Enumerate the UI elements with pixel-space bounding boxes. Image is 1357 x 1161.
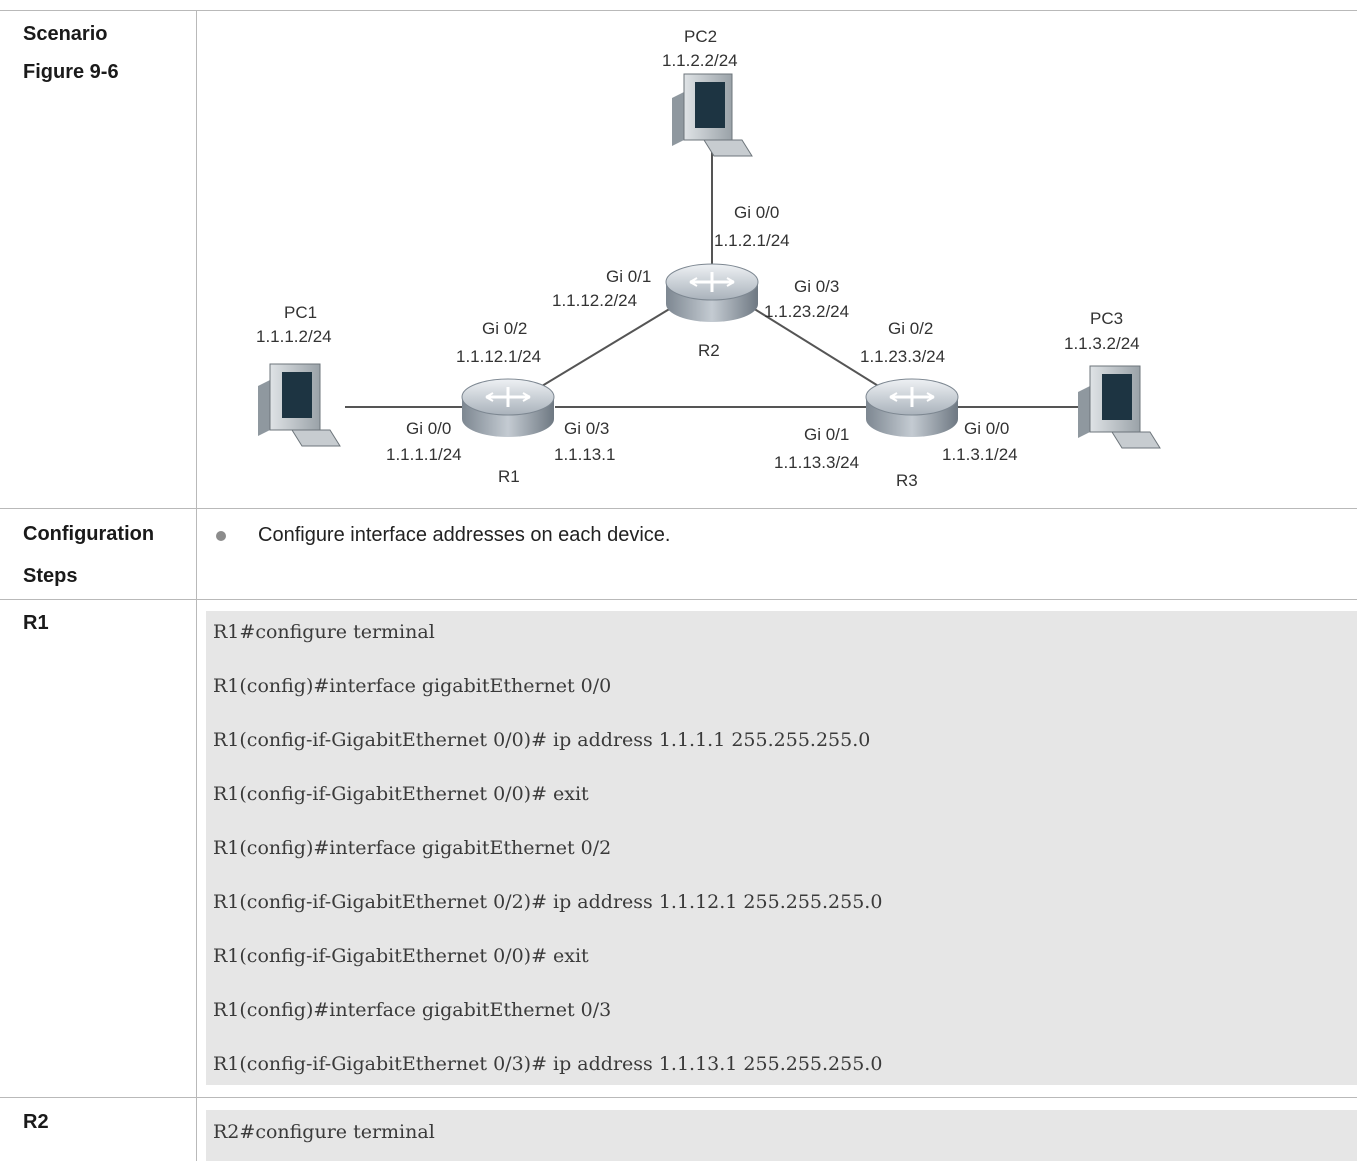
r2-gi01-ip: 1.1.12.2/24 (552, 291, 637, 310)
r1-gi02-ip: 1.1.12.1/24 (456, 347, 541, 366)
code-line: R1(config)#interface gigabitEthernet 0/2 (213, 837, 612, 859)
code-line: R1(config-if-GigabitEthernet 0/0)# exit (213, 945, 589, 967)
bullet-icon (216, 531, 226, 541)
pc1-ip: 1.1.1.2/24 (256, 327, 332, 346)
r2-gi01-label: Gi 0/1 (606, 267, 651, 286)
r2-gi00-ip: 1.1.2.1/24 (714, 231, 790, 250)
r1-gi00-ip: 1.1.1.1/24 (386, 445, 462, 464)
code-line: R1(config)#interface gigabitEthernet 0/0 (213, 675, 612, 697)
code-line: R1(config-if-GigabitEthernet 0/0)# exit (213, 783, 589, 805)
code-line: R1(config-if-GigabitEthernet 0/2)# ip ad… (213, 891, 883, 913)
pc2-icon (672, 73, 753, 157)
config-steps-label-2: Steps (23, 565, 78, 587)
scenario-label: Scenario (23, 23, 108, 45)
r2-label: R2 (23, 1111, 49, 1133)
r1-gi03-label: Gi 0/3 (564, 419, 609, 438)
pc1-icon (258, 363, 341, 447)
config-steps-label-1: Configuration (23, 523, 155, 545)
network-topology-diagram: PC2 1.1.2.2/24 PC1 1.1.1.2/24 PC3 1.1.3.… (256, 27, 1161, 490)
code-line: R1(config)#interface gigabitEthernet 0/3 (213, 999, 612, 1021)
pc3-ip: 1.1.3.2/24 (1064, 334, 1140, 353)
r2-name: R2 (698, 341, 720, 360)
r3-gi00-label: Gi 0/0 (964, 419, 1009, 438)
row-divider-2 (0, 599, 1357, 600)
pc2-ip: 1.1.2.2/24 (662, 51, 738, 70)
r3-gi01-ip: 1.1.13.3/24 (774, 453, 859, 472)
row-divider-3 (0, 1097, 1357, 1098)
row-divider-1 (0, 508, 1357, 509)
config-step-text: Configure interface addresses on each de… (258, 524, 671, 546)
pc3-icon (1078, 365, 1161, 449)
link-r2-r3 (747, 304, 889, 393)
figure-label: Figure 9-6 (23, 61, 119, 83)
r1-gi03-ip: 1.1.13.1 (554, 445, 615, 464)
table-top-border (0, 10, 1357, 11)
r3-gi01-label: Gi 0/1 (804, 425, 849, 444)
r2-code-block (206, 1110, 1357, 1161)
pc1-name: PC1 (284, 303, 317, 322)
code-line: R1(config-if-GigabitEthernet 0/0)# ip ad… (213, 729, 871, 751)
r3-gi02-label: Gi 0/2 (888, 319, 933, 338)
table-column-divider (196, 10, 197, 1161)
r2-router-icon (665, 263, 759, 322)
r1-router-icon (461, 378, 555, 437)
code-line: R1#configure terminal (213, 621, 435, 643)
pc3-name: PC3 (1090, 309, 1123, 328)
r3-gi02-ip: 1.1.23.3/24 (860, 347, 945, 366)
r1-label: R1 (23, 612, 49, 634)
r3-gi00-ip: 1.1.3.1/24 (942, 445, 1018, 464)
code-line: R1(config-if-GigabitEthernet 0/3)# ip ad… (213, 1053, 883, 1075)
r2-gi03-label: Gi 0/3 (794, 277, 839, 296)
r2-gi00-label: Gi 0/0 (734, 203, 779, 222)
r3-name: R3 (896, 471, 918, 490)
pc2-name: PC2 (684, 27, 717, 46)
r3-router-icon (865, 378, 959, 437)
r1-code-block (206, 611, 1357, 1085)
r1-name: R1 (498, 467, 520, 486)
r1-gi02-label: Gi 0/2 (482, 319, 527, 338)
code-line: R2#configure terminal (213, 1121, 435, 1143)
r2-gi03-ip: 1.1.23.2/24 (764, 302, 849, 321)
r1-gi00-label: Gi 0/0 (406, 419, 451, 438)
link-r2-r1 (531, 304, 677, 393)
